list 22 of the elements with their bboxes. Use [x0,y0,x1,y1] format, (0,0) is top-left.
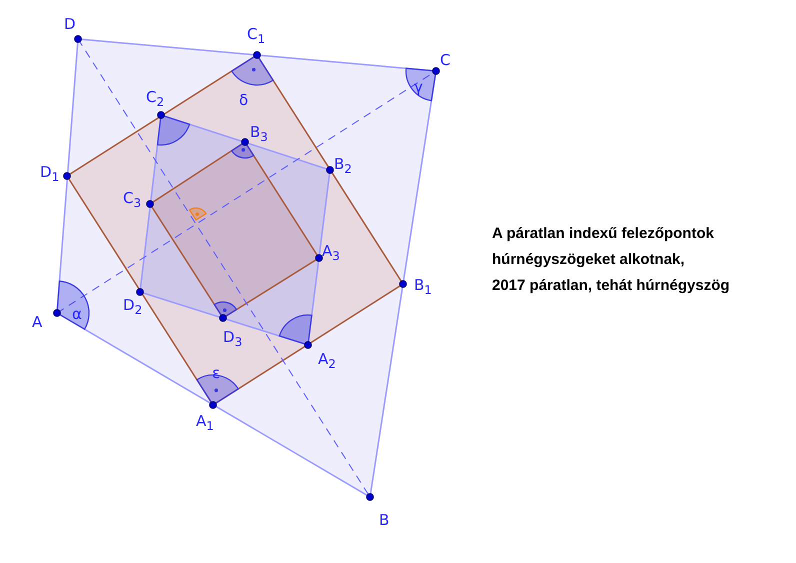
point-label: B$_{2}$ [334,157,352,175]
point-label: D [64,17,76,32]
angle-label: δ [239,93,248,108]
note-text: A páratlan indexű felezőpontok [492,226,714,241]
angle-label: γ [414,80,423,95]
point-label: C$_{3}$ [123,191,142,209]
point-label: B$_{3}$ [250,125,268,143]
point-label: B [379,513,390,528]
note-text: húrnégyszögeket alkotnak, [492,252,685,267]
point-label: A$_{1}$ [196,414,214,432]
point-label: C$_{1}$ [247,27,266,45]
point-label: A [32,315,42,330]
note-text: 2017 páratlan, tehát húrnégyszög [492,278,730,293]
point-label: A$_{2}$ [318,352,336,370]
point-label: A$_{3}$ [322,244,340,262]
point-label: C$_{2}$ [146,90,164,108]
point-label: D$_{2}$ [123,298,142,316]
point-label: B$_{1}$ [414,278,432,296]
point-label: D$_{1}$ [40,165,60,183]
point-label: C [440,53,450,68]
point-label: D$_{3}$ [223,330,242,348]
angle-label: α [72,307,82,322]
